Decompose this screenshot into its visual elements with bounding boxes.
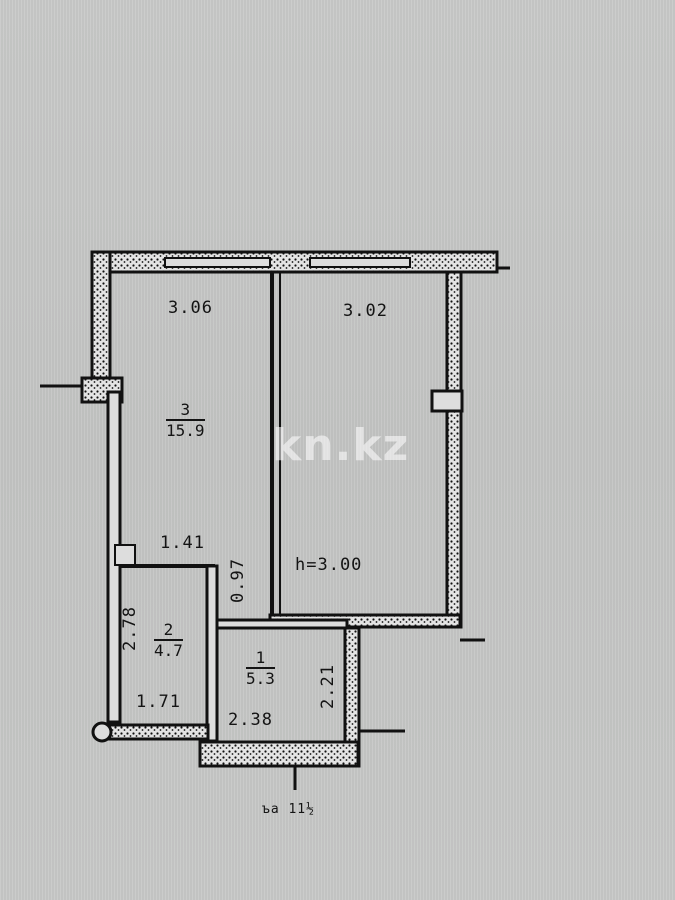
bathroom-number: 2 [154, 622, 183, 641]
left-wall-upper [90, 250, 112, 394]
right-wall [445, 270, 463, 629]
living-width-label: 3.06 [168, 298, 213, 318]
hallway-height-label: 2.21 [317, 664, 338, 709]
living-room-area: 15.9 [166, 421, 205, 440]
hallway-number: 1 [246, 650, 275, 669]
top-wall [90, 250, 499, 274]
hallway-bottom-label: 2.38 [228, 710, 273, 730]
bathroom-height-label: 2.78 [119, 606, 140, 651]
bathroom-label: 2 4.7 [154, 622, 183, 659]
dimension-0-97: 0.97 [227, 558, 248, 603]
bathroom-bottom-label: 1.71 [136, 692, 181, 712]
hallway-area: 5.3 [246, 669, 275, 688]
living-room-number: 3 [166, 402, 205, 421]
watermark: kn.kz [272, 420, 410, 471]
hallway-label: 1 5.3 [246, 650, 275, 687]
footer-note: ъа 11½ [262, 802, 315, 817]
living-room-label: 3 15.9 [166, 402, 205, 439]
dimension-1-41: 1.41 [160, 533, 205, 553]
bathroom-area: 4.7 [154, 641, 183, 660]
ceiling-height: h=3.00 [295, 555, 363, 575]
right-room-width-label: 3.02 [343, 301, 388, 321]
